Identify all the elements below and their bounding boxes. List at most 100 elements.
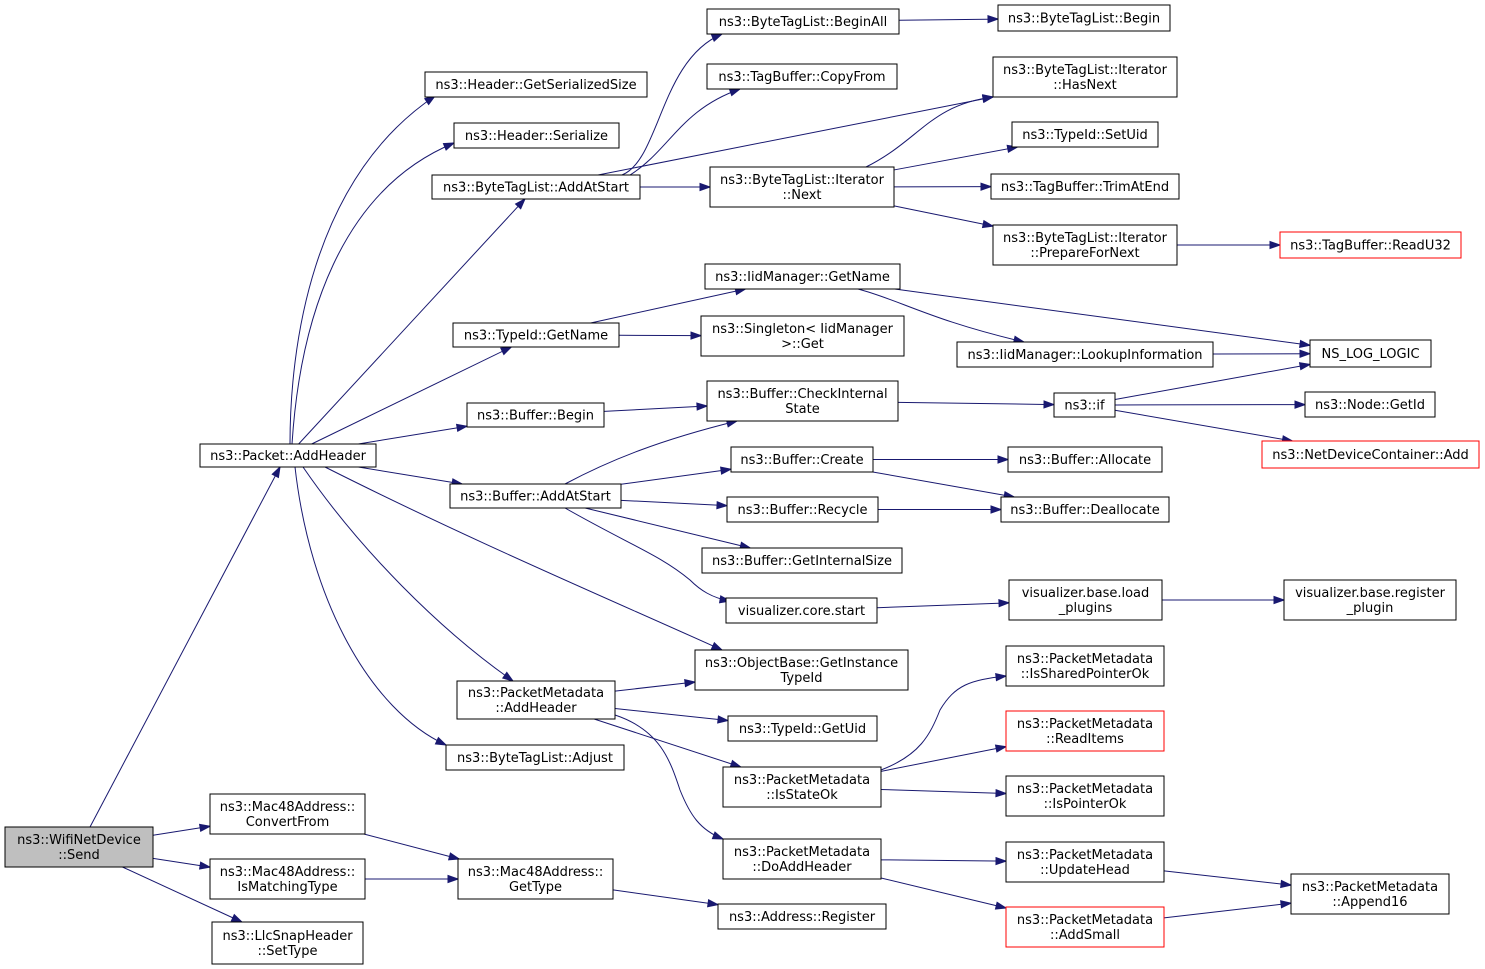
node-box[interactable]	[211, 921, 364, 965]
node-box[interactable]	[431, 174, 641, 200]
node-mac48-gettype[interactable]: ns3::Mac48Address::GetType	[457, 858, 614, 900]
node-box[interactable]	[709, 166, 895, 208]
node-typeid-getname[interactable]: ns3::TypeId::GetName	[452, 322, 620, 348]
node-box[interactable]	[466, 402, 605, 428]
node-box[interactable]	[992, 224, 1178, 266]
node-box[interactable]	[449, 483, 622, 509]
node-box[interactable]	[722, 838, 882, 880]
node-box[interactable]	[1000, 496, 1170, 523]
node-btl-beginall[interactable]: ns3::ByteTagList::BeginAll	[706, 8, 900, 35]
node-box[interactable]	[722, 766, 882, 808]
node-box[interactable]	[1007, 446, 1163, 473]
node-box[interactable]	[1309, 339, 1432, 368]
node-box[interactable]	[1005, 645, 1165, 687]
node-box[interactable]	[1005, 710, 1165, 752]
node-box[interactable]	[694, 649, 909, 691]
node-box[interactable]	[445, 744, 625, 771]
node-buffer-addatstart[interactable]: ns3::Buffer::AddAtStart	[449, 483, 622, 509]
node-tagbuffer-copyfrom[interactable]: ns3::TagBuffer::CopyFrom	[706, 63, 898, 90]
node-iidmanager-getname[interactable]: ns3::IidManager::GetName	[704, 263, 901, 290]
node-pm-append16[interactable]: ns3::PacketMetadata::Append16	[1290, 873, 1450, 915]
node-box[interactable]	[700, 315, 905, 357]
node-box[interactable]	[706, 63, 898, 90]
node-box[interactable]	[4, 826, 154, 868]
node-header-serialize[interactable]: ns3::Header::Serialize	[453, 122, 620, 149]
node-packet-addheader[interactable]: ns3::Packet::AddHeader	[199, 443, 377, 468]
node-wifi-send[interactable]: ns3::WifiNetDevice::Send	[4, 826, 154, 868]
node-buffer-allocate[interactable]: ns3::Buffer::Allocate	[1007, 446, 1163, 473]
node-box[interactable]	[456, 680, 616, 720]
node-btl-iter-next[interactable]: ns3::ByteTagList::Iterator::Next	[709, 166, 895, 208]
node-pm-updatehead[interactable]: ns3::PacketMetadata::UpdateHead	[1005, 841, 1165, 883]
node-address-register[interactable]: ns3::Address::Register	[717, 903, 887, 930]
node-mac48-ismatchingtype[interactable]: ns3::Mac48Address::IsMatchingType	[209, 858, 366, 900]
node-buffer-deallocate[interactable]: ns3::Buffer::Deallocate	[1000, 496, 1170, 523]
node-box[interactable]	[209, 858, 366, 900]
node-box[interactable]	[706, 380, 899, 422]
node-box[interactable]	[1283, 579, 1457, 621]
node-box[interactable]	[1290, 873, 1450, 915]
node-pm-addheader[interactable]: ns3::PacketMetadata::AddHeader	[456, 680, 616, 720]
node-box[interactable]	[726, 496, 879, 523]
node-box[interactable]	[1011, 121, 1159, 148]
node-box[interactable]	[1261, 440, 1480, 469]
node-iidmanager-lookup[interactable]: ns3::IidManager::LookupInformation	[956, 341, 1214, 368]
node-btl-iter-prepare[interactable]: ns3::ByteTagList::Iterator::PrepareForNe…	[992, 224, 1178, 266]
node-box[interactable]	[199, 443, 377, 468]
node-pm-doaddheader[interactable]: ns3::PacketMetadata::DoAddHeader	[722, 838, 882, 880]
node-box[interactable]	[1053, 392, 1116, 418]
node-btl-adjust[interactable]: ns3::ByteTagList::Adjust	[445, 744, 625, 771]
node-box[interactable]	[1005, 775, 1165, 817]
node-box[interactable]	[457, 858, 614, 900]
node-box[interactable]	[1008, 579, 1163, 621]
node-vis-core-start[interactable]: visualizer.core.start	[725, 597, 878, 624]
node-pm-readitems[interactable]: ns3::PacketMetadata::ReadItems	[1005, 710, 1165, 752]
node-singleton-get[interactable]: ns3::Singleton< IidManager>::Get	[700, 315, 905, 357]
node-llcsnap-settype[interactable]: ns3::LlcSnapHeader::SetType	[211, 921, 364, 965]
node-mac48-convertfrom[interactable]: ns3::Mac48Address::ConvertFrom	[209, 793, 366, 835]
node-buffer-getinternalsize[interactable]: ns3::Buffer::GetInternalSize	[701, 547, 903, 574]
node-pm-addsmall[interactable]: ns3::PacketMetadata::AddSmall	[1005, 906, 1165, 948]
node-box[interactable]	[706, 8, 900, 35]
node-box[interactable]	[453, 122, 620, 149]
node-box[interactable]	[997, 4, 1171, 32]
node-typeid-getuid[interactable]: ns3::TypeId::GetUid	[727, 715, 878, 742]
node-btl-iter-hasnext[interactable]: ns3::ByteTagList::Iterator::HasNext	[992, 56, 1178, 98]
node-netdevicecontainer-add[interactable]: ns3::NetDeviceContainer::Add	[1261, 440, 1480, 469]
node-box[interactable]	[701, 547, 903, 574]
node-pm-issharedpointerok[interactable]: ns3::PacketMetadata::IsSharedPointerOk	[1005, 645, 1165, 687]
node-box[interactable]	[209, 793, 366, 835]
node-box[interactable]	[992, 56, 1178, 98]
node-box[interactable]	[1304, 391, 1436, 418]
node-box[interactable]	[725, 597, 878, 624]
node-box[interactable]	[424, 71, 648, 98]
node-pm-ispointerok[interactable]: ns3::PacketMetadata::IsPointerOk	[1005, 775, 1165, 817]
node-vis-base-loadplugins[interactable]: visualizer.base.load_plugins	[1008, 579, 1163, 621]
node-box[interactable]	[1005, 841, 1165, 883]
node-box[interactable]	[1005, 906, 1165, 948]
node-box[interactable]	[990, 173, 1180, 200]
node-btl-begin[interactable]: ns3::ByteTagList::Begin	[997, 4, 1171, 32]
node-box[interactable]	[452, 322, 620, 348]
node-tagbuffer-readu32[interactable]: ns3::TagBuffer::ReadU32	[1279, 231, 1462, 259]
node-box[interactable]	[730, 446, 874, 473]
node-buffer-recycle[interactable]: ns3::Buffer::Recycle	[726, 496, 879, 523]
node-buffer-begin[interactable]: ns3::Buffer::Begin	[466, 402, 605, 428]
node-btl-addatstart[interactable]: ns3::ByteTagList::AddAtStart	[431, 174, 641, 200]
node-vis-base-registerplugin[interactable]: visualizer.base.register_plugin	[1283, 579, 1457, 621]
node-box[interactable]	[727, 715, 878, 742]
node-box[interactable]	[956, 341, 1214, 368]
node-ns3-if[interactable]: ns3::if	[1053, 392, 1116, 418]
node-node-getid[interactable]: ns3::Node::GetId	[1304, 391, 1436, 418]
node-ns-log-logic[interactable]: NS_LOG_LOGIC	[1309, 339, 1432, 368]
node-box[interactable]	[704, 263, 901, 290]
node-tagbuffer-trimatend[interactable]: ns3::TagBuffer::TrimAtEnd	[990, 173, 1180, 200]
node-buffer-create[interactable]: ns3::Buffer::Create	[730, 446, 874, 473]
node-header-getserializedsize[interactable]: ns3::Header::GetSerializedSize	[424, 71, 648, 98]
node-pm-isstateok[interactable]: ns3::PacketMetadata::IsStateOk	[722, 766, 882, 808]
node-box[interactable]	[1279, 231, 1462, 259]
node-typeid-setuid[interactable]: ns3::TypeId::SetUid	[1011, 121, 1159, 148]
node-box[interactable]	[717, 903, 887, 930]
